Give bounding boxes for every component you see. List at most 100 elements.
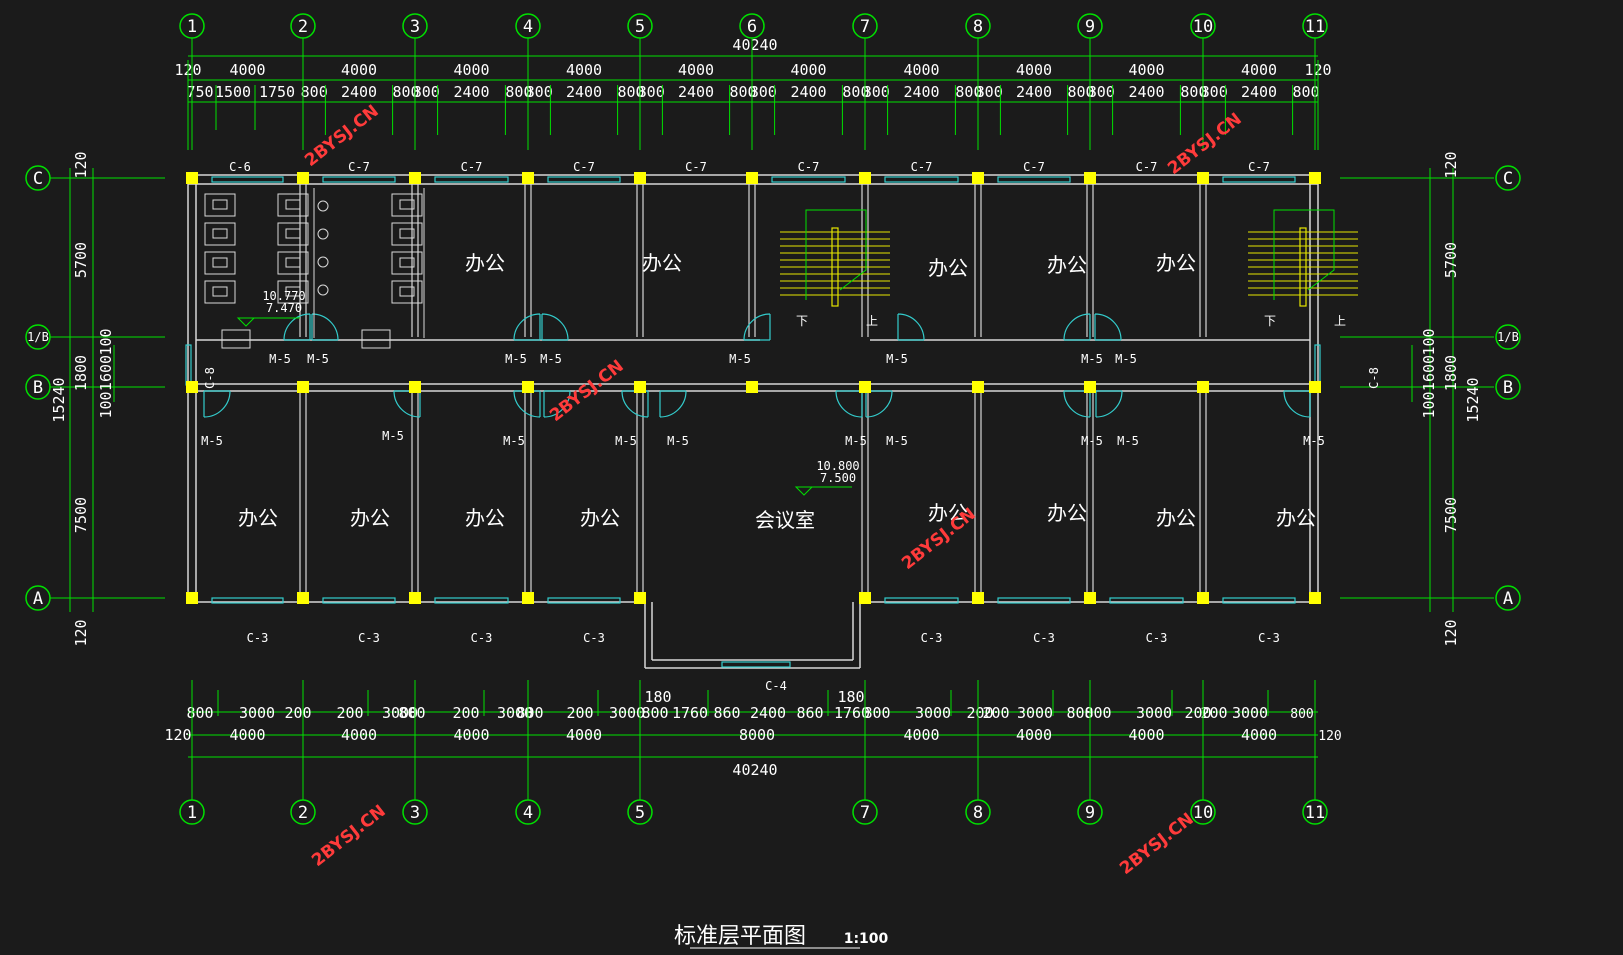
- axis-label: 2: [298, 803, 308, 823]
- bottom-sub-dim: 200: [336, 704, 363, 722]
- meeting-window: [721, 661, 791, 668]
- toilet-stall: [204, 280, 236, 304]
- room-label-office: 办公: [928, 501, 968, 525]
- window-label-c7: C-7: [685, 160, 707, 174]
- top-sub-dim: 2400: [903, 83, 939, 101]
- window-label-c7: C-7: [1023, 160, 1045, 174]
- door-label: M-5: [540, 352, 562, 366]
- column: [297, 172, 309, 184]
- toilet-bowl: [285, 228, 301, 239]
- top-sub-dim: 800: [1088, 83, 1115, 101]
- toilet-stall: [277, 222, 309, 246]
- bottom-sub-dim: 200: [966, 704, 993, 722]
- right-south-dim: 7500: [1442, 497, 1460, 533]
- room-label-office: 办公: [1276, 506, 1316, 530]
- top-sub-dim: 800: [729, 83, 756, 101]
- axis-bubble: [1302, 13, 1328, 39]
- south-door: [543, 390, 571, 418]
- walls: [187, 174, 1319, 669]
- bottom-sub-dim: 1760: [672, 704, 708, 722]
- top-sub-dim: 800: [301, 83, 328, 101]
- urinal: [317, 200, 329, 212]
- top-sub-dim: 2400: [453, 83, 489, 101]
- south-door: [1063, 390, 1091, 418]
- north-window: [547, 176, 621, 183]
- axis-label: C: [1503, 169, 1513, 189]
- axis-bubble: [852, 799, 878, 825]
- window-label-c7: C-7: [461, 160, 483, 174]
- room-label-office: 办公: [465, 506, 505, 530]
- north-door: [311, 313, 339, 341]
- watermark: 2BYSJ.CN: [1164, 109, 1246, 179]
- toilet-bowl: [399, 257, 415, 268]
- axis-bubble: [627, 799, 653, 825]
- window-label-c7: C-7: [1136, 160, 1158, 174]
- axis-label: C: [33, 169, 43, 189]
- top-bay-dim: 4000: [678, 61, 714, 79]
- north-window: [211, 176, 284, 183]
- top-sub-dim: 2400: [1241, 83, 1277, 101]
- title-text: 标准层平面图: [674, 924, 806, 949]
- room-label-office: 办公: [642, 251, 682, 275]
- top-bay-dim: 4000: [1241, 61, 1277, 79]
- axis-bubble: [25, 585, 51, 611]
- door-label: M-5: [886, 434, 908, 448]
- window-label-c3: C-3: [247, 631, 269, 645]
- door-label: M-5: [1081, 352, 1103, 366]
- room-labels: 办公办公办公办公办公办公办公办公办公办公办公办公办公会议室: [238, 251, 1316, 532]
- door-label: M-5: [1303, 434, 1325, 448]
- column: [186, 381, 198, 393]
- room-label-office: 办公: [350, 506, 390, 530]
- axis-bubble: [290, 13, 316, 39]
- top-sub-dim: 800: [1292, 83, 1319, 101]
- scale-text: 1:100: [844, 931, 889, 947]
- bottom-bay-dim: 4000: [453, 726, 489, 744]
- door-label: M-5: [1081, 434, 1103, 448]
- window-label-c8: C-8: [1367, 367, 1381, 389]
- bottom-sub-dim: 1760: [834, 704, 870, 722]
- south-window: [547, 597, 621, 604]
- top-sub-dim: 800: [976, 83, 1003, 101]
- axis-label: B: [1503, 378, 1513, 398]
- axis-label: 11: [1305, 17, 1325, 37]
- bottom-bay-dim: 4000: [566, 726, 602, 744]
- top-sub-dim: 800: [1067, 83, 1094, 101]
- watermark: 2BYSJ.CN: [301, 101, 383, 171]
- bottom-sub-dim: 3000: [497, 704, 533, 722]
- bottom-sub-dim: 200: [452, 704, 479, 722]
- toilet-stall: [204, 251, 236, 275]
- bottom-bay-dim: 4000: [1016, 726, 1052, 744]
- column: [1084, 172, 1096, 184]
- bottom-total-dim: 40240: [732, 761, 777, 779]
- axis-bubble: [627, 13, 653, 39]
- bottom-sub-dim: 3000: [609, 704, 645, 722]
- room-label-office: 办公: [1047, 501, 1087, 525]
- door-label: M-5: [1115, 352, 1137, 366]
- bottom-sub-dim: 800: [641, 704, 668, 722]
- door-label: M-5: [269, 352, 291, 366]
- axis-label: 4: [523, 17, 533, 37]
- north-door: [513, 313, 541, 341]
- toilet-bowl: [212, 257, 228, 268]
- axis-bubble: [179, 799, 205, 825]
- axis-label: 1: [187, 17, 197, 37]
- bottom-sub-dim: 860: [713, 704, 740, 722]
- toilet-fixtures: [204, 188, 425, 349]
- stair-well: [831, 227, 839, 307]
- left-inner-dim: 100: [97, 328, 115, 355]
- axis-label: 5: [635, 17, 645, 37]
- axis-bubble: [25, 165, 51, 191]
- axis-label: A: [33, 589, 43, 609]
- axis-label: 10: [1193, 17, 1213, 37]
- axis-bubble: [1495, 165, 1521, 191]
- axis-bubble: [25, 324, 51, 350]
- axis-bubble: [1495, 374, 1521, 400]
- left-corridor-dim: 1800: [72, 355, 90, 391]
